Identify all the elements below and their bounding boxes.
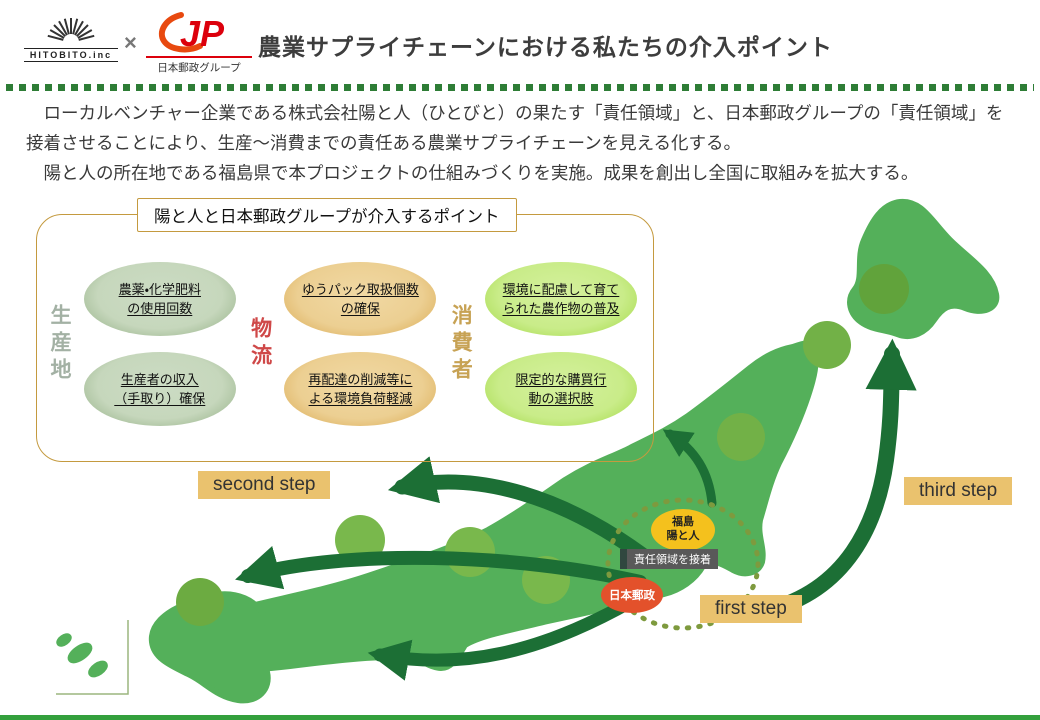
oval-purchase-choice: 限定的な購買行 動の選択肢 (484, 352, 637, 426)
intervention-panel-body: 生産地 農薬・化学肥料 の使用回数 生産者の収入 （手取り）確保 物流 ゆうパッ… (37, 215, 653, 461)
oval-redelivery-reduction: 再配達の削減等に よる環境負荷軽減 (284, 352, 437, 426)
hitobito-logo: HITOBITO.inc (24, 12, 118, 62)
location-dot (717, 413, 765, 461)
oval-text: 再配達の削減等に よる環境負荷軽減 (308, 371, 413, 407)
page-title: 農業サプライチェーンにおける私たちの介入ポイント (258, 34, 833, 60)
japan-post-badge: 日本郵政 (601, 577, 663, 613)
oval-text: 農薬・化学肥料 の使用回数 (118, 281, 201, 317)
oval-producer-income: 生産者の収入 （手取り）確保 (83, 352, 236, 426)
intervention-panel-title: 陽と人と日本郵政グループが介入するポイント (137, 198, 517, 232)
okinawa-inset-border (56, 620, 129, 695)
second-step-label: second step (198, 471, 331, 499)
intro-paragraph-2: 陽と人の所在地である福島県で本プロジェクトの仕組みづくりを実施。成果を創出し全国… (26, 163, 919, 184)
page-bottom-border (0, 715, 1040, 720)
jp-mark-icon: JP (158, 12, 225, 54)
second-step-arrow (387, 456, 656, 567)
jp-mark-text: JP (180, 13, 225, 54)
intro-text: ローカルベンチャー企業である株式会社陽と人（ひとびと）の果たす「責任領域」と、日… (26, 98, 1016, 188)
north-arrow (662, 429, 717, 508)
okinawa-island (56, 633, 72, 647)
okinawa-island (67, 642, 93, 664)
location-dot (859, 264, 909, 314)
oval-pesticide-use: 農薬・化学肥料 の使用回数 (83, 262, 236, 336)
intro-paragraph-1: ローカルベンチャー企業である株式会社陽と人（ひとびと）の果たす「責任領域」と、日… (26, 103, 1004, 154)
oval-text: 生産者の収入 （手取り）確保 (114, 371, 206, 407)
third-step-label: third step (904, 477, 1013, 505)
sunburst-icon (47, 18, 95, 41)
location-dot (803, 321, 851, 369)
label-consumer: 消費者 (449, 303, 473, 385)
okinawa-island (88, 660, 108, 678)
jp-logo-subtext: 日本郵政グループ (146, 56, 252, 75)
dotted-divider (6, 84, 1034, 91)
location-dot (176, 578, 224, 626)
label-logistics: 物流 (248, 317, 272, 371)
first-step-boundary (605, 497, 761, 631)
oval-eco-produce: 環境に配慮して育て られた農作物の普及 (484, 262, 637, 336)
hitobito-logo-text: HITOBITO.inc (24, 48, 118, 62)
cross-icon: × (124, 30, 137, 55)
intervention-panel: 陽と人と日本郵政グループが介入するポイント 生産地 農薬・化学肥料 の使用回数 … (36, 198, 654, 462)
west-arrow (235, 546, 647, 590)
fukushima-hitobito-badge: 福島 陽と人 (651, 509, 715, 551)
oval-text: 限定的な購買行 動の選択肢 (515, 371, 607, 407)
oval-text: 環境に配慮して育て られた農作物の普及 (502, 281, 620, 317)
oval-text: ゆうパック取扱個数 の確保 (301, 281, 419, 317)
south-west-arrow (367, 594, 639, 681)
consumer-ovals: 環境に配慮して育て られた農作物の普及 限定的な購買行 動の選択肢 (484, 262, 637, 426)
japan-post-logo: JP 日本郵政グループ (146, 8, 252, 75)
third-step-arrow (760, 338, 917, 618)
oval-yupack-volume: ゆうパック取扱個数 の確保 (284, 262, 437, 336)
first-step-label: first step (700, 595, 802, 623)
flow-arrows (235, 338, 917, 681)
logistics-ovals: ゆうパック取扱個数 の確保 再配達の削減等に よる環境負荷軽減 (284, 262, 437, 426)
production-ovals: 農薬・化学肥料 の使用回数 生産者の収入 （手取り）確保 (83, 262, 236, 426)
bond-responsibility-label: 責任領域を接着 (620, 549, 718, 569)
label-production-area: 生産地 (48, 303, 71, 385)
